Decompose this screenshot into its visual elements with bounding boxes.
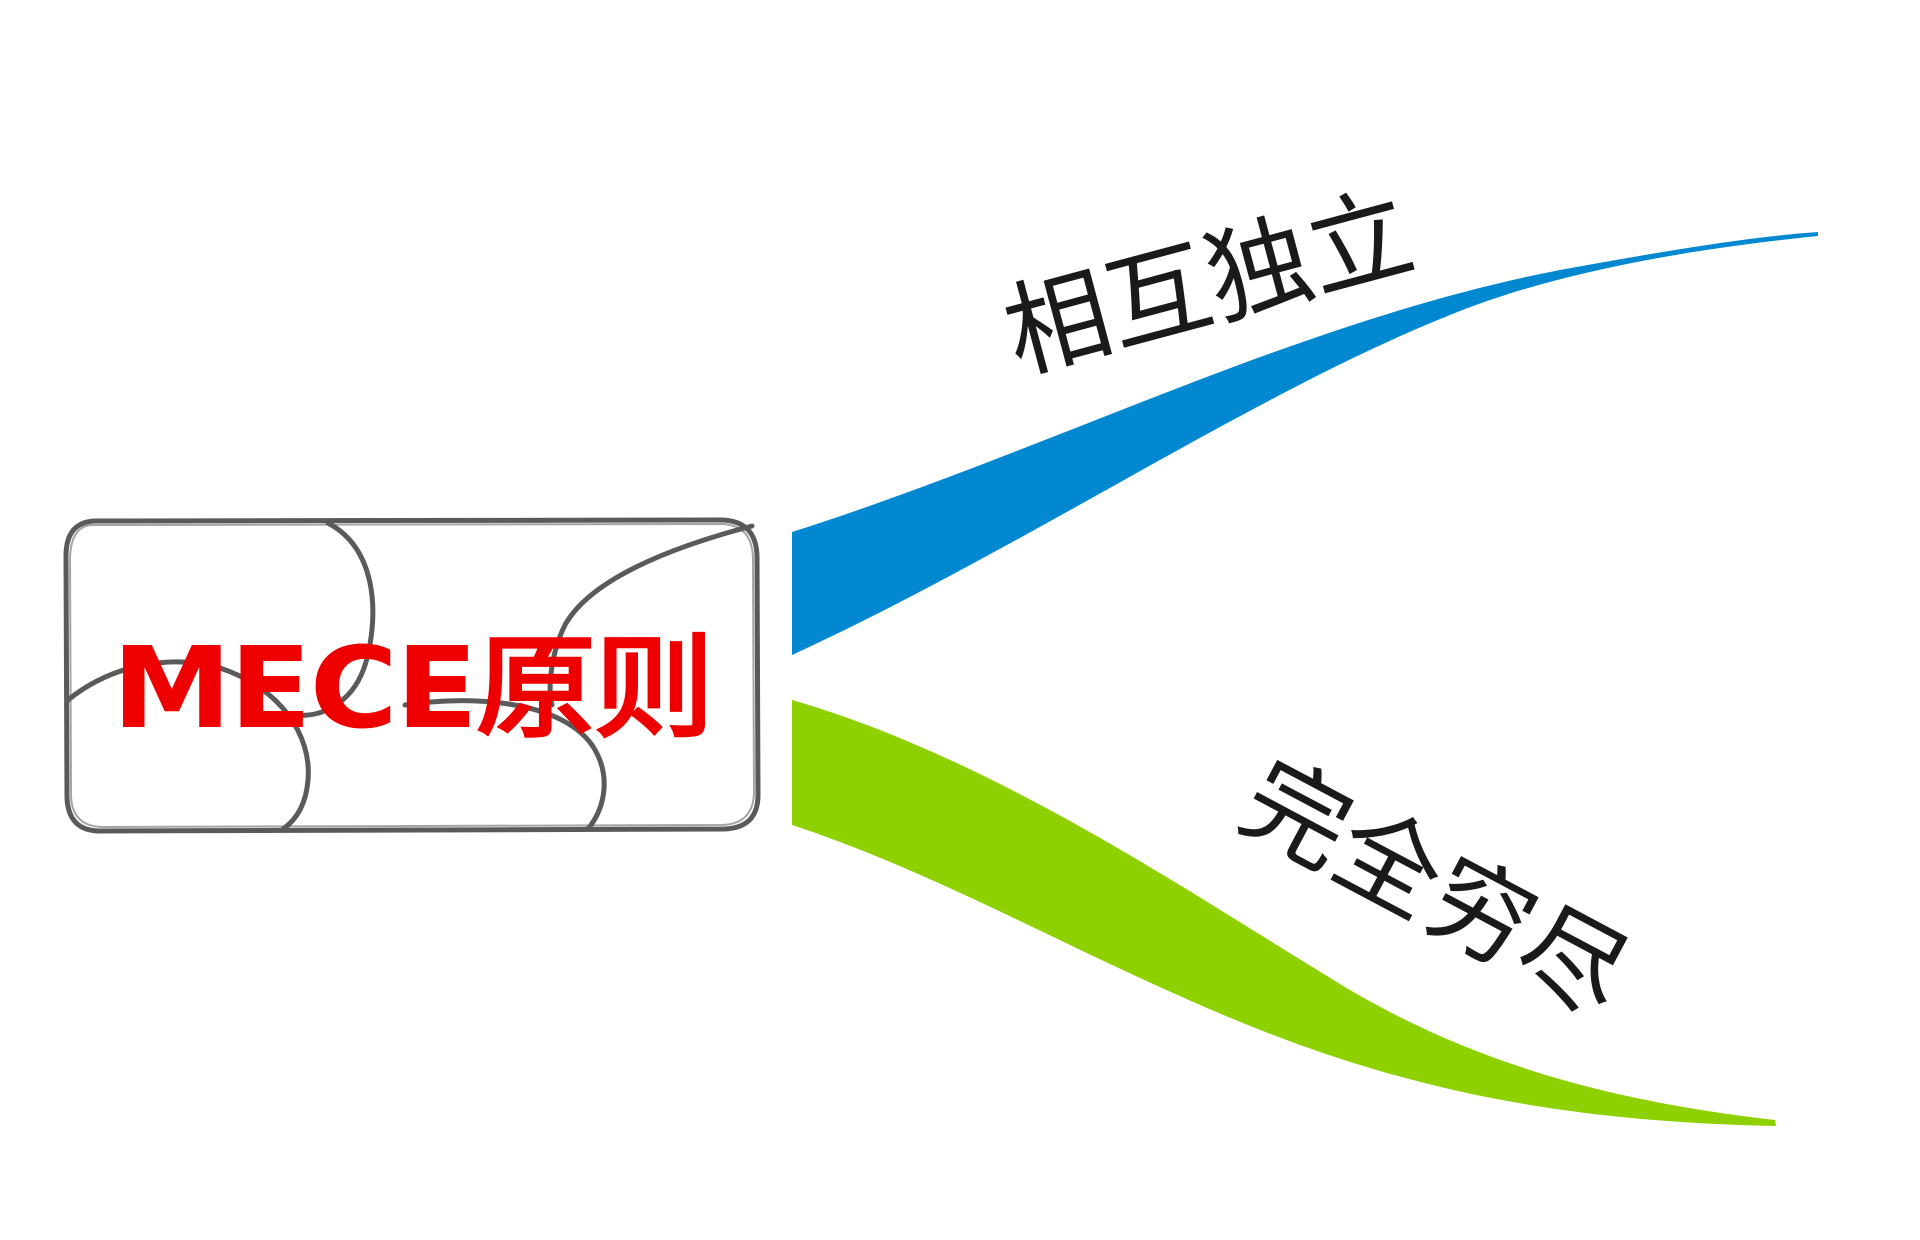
doodle-arc bbox=[547, 523, 755, 708]
central-topic-node[interactable]: MECE原则 bbox=[63, 517, 761, 834]
doodle-arc bbox=[65, 659, 311, 832]
central-topic-label: MECE原则 bbox=[112, 624, 712, 754]
branch-label-independent: 相互独立 bbox=[992, 170, 1425, 396]
central-node-frame bbox=[63, 517, 761, 834]
branch-ribbon-green bbox=[792, 700, 1776, 1126]
central-node-frame-sketch bbox=[69, 523, 755, 828]
doodle-arc bbox=[292, 520, 376, 718]
doodle-arc bbox=[402, 698, 607, 832]
